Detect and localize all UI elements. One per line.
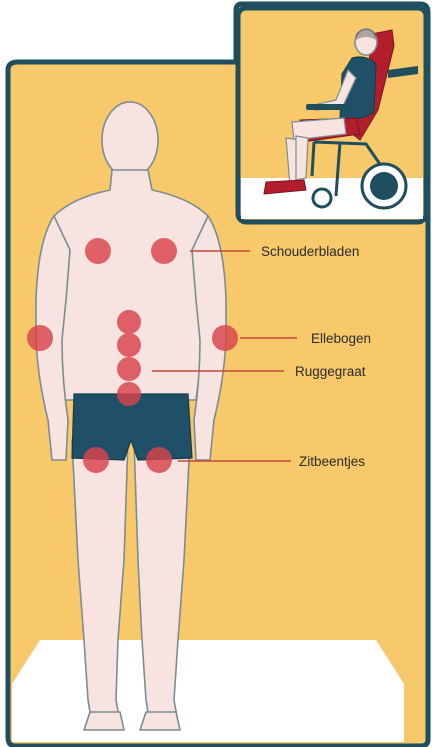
pressure-point-spine-3 — [117, 357, 141, 381]
pressure-point-sit-bone-right — [146, 447, 172, 473]
label-sit-bones: Zitbeentjes — [299, 455, 365, 469]
pressure-point-sit-bone-left — [83, 447, 109, 473]
pressure-point-elbow-right — [212, 325, 238, 351]
wheelchair-inset — [238, 8, 426, 222]
pressure-point-spine-4 — [117, 382, 141, 406]
label-shoulder-blades: Schouderbladen — [261, 245, 359, 259]
pressure-point-shoulder-left — [85, 238, 111, 264]
pressure-point-spine-2 — [117, 333, 141, 357]
label-elbows: Ellebogen — [311, 332, 371, 346]
foot-right — [140, 712, 180, 730]
label-spine: Ruggegraat — [295, 365, 366, 379]
pressure-point-spine-1 — [117, 310, 141, 334]
floor — [12, 640, 404, 742]
foot-left — [84, 712, 124, 730]
head — [102, 102, 158, 178]
pressure-point-elbow-left — [27, 325, 53, 351]
pressure-point-shoulder-right — [151, 238, 177, 264]
